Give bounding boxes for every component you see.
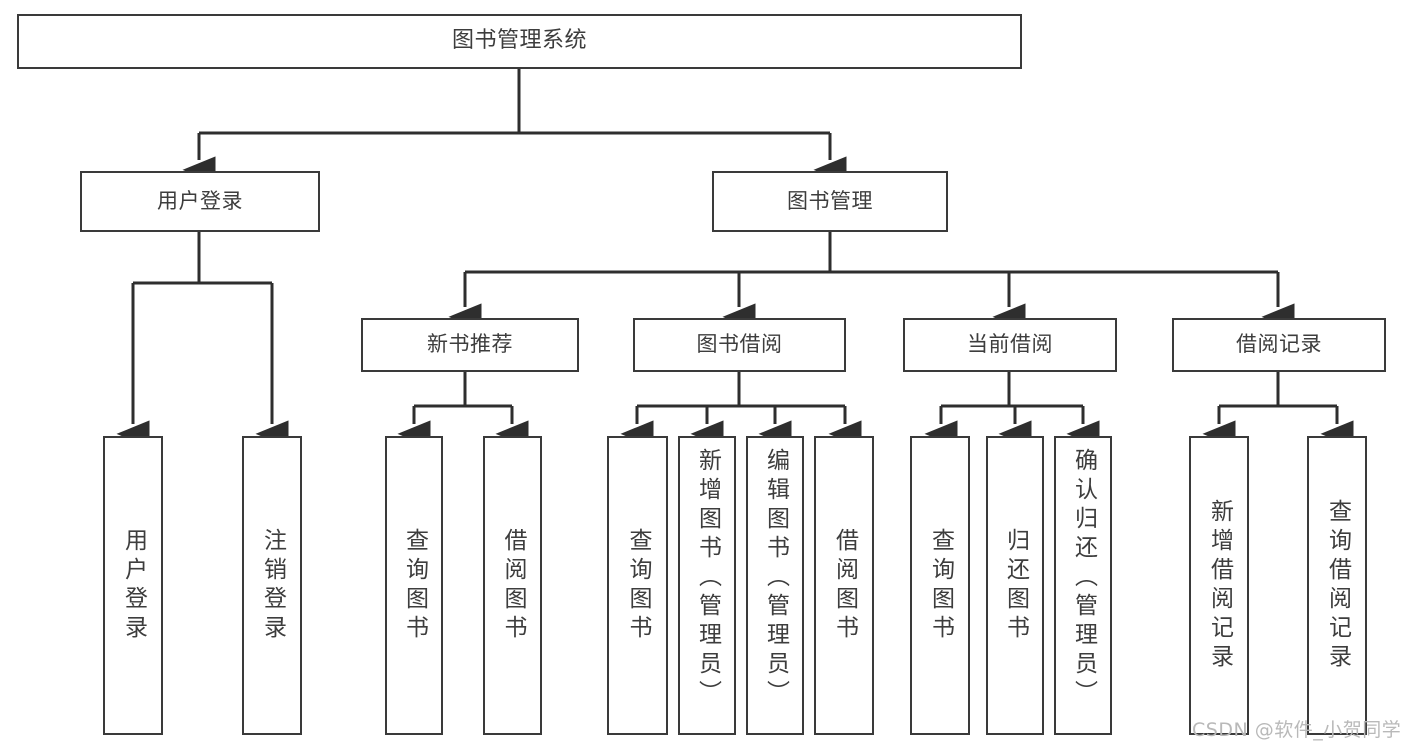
node-label: 编辑图书（管理员） bbox=[762, 448, 789, 709]
node-root-system[interactable]: 图书管理系统 bbox=[17, 14, 1022, 69]
node-label: 借阅图书 bbox=[500, 527, 526, 644]
node-label: 借阅图书 bbox=[831, 527, 858, 644]
node-label: 查询借阅记录 bbox=[1324, 498, 1351, 673]
node-label: 注销登录 bbox=[259, 527, 286, 644]
node-label: 图书管理系统 bbox=[451, 28, 587, 54]
node-leaf-edit-book-admin[interactable]: 编辑图书（管理员） bbox=[746, 436, 804, 735]
node-label: 确认归还（管理员） bbox=[1070, 448, 1097, 709]
node-label: 图书管理 bbox=[787, 188, 873, 213]
node-label: 用户登录 bbox=[120, 527, 147, 644]
node-current-borrow[interactable]: 当前借阅 bbox=[903, 318, 1117, 372]
node-new-book-recommend[interactable]: 新书推荐 bbox=[361, 318, 579, 372]
node-leaf-query-book-2[interactable]: 查询图书 bbox=[607, 436, 668, 735]
csdn-watermark: CSDN @软件_小贺同学 bbox=[1192, 719, 1402, 741]
node-label: 借阅记录 bbox=[1236, 332, 1322, 357]
node-leaf-add-borrow-record[interactable]: 新增借阅记录 bbox=[1189, 436, 1249, 735]
node-leaf-borrow-book-2[interactable]: 借阅图书 bbox=[814, 436, 874, 735]
node-label: 新增借阅记录 bbox=[1206, 498, 1233, 673]
node-label: 查询图书 bbox=[401, 527, 428, 644]
node-user-login[interactable]: 用户登录 bbox=[80, 171, 320, 232]
node-label: 新书推荐 bbox=[427, 332, 513, 357]
node-label: 查询图书 bbox=[927, 527, 954, 644]
node-label: 新增图书（管理员） bbox=[694, 448, 721, 709]
node-book-borrow[interactable]: 图书借阅 bbox=[633, 318, 846, 372]
node-leaf-logout-login[interactable]: 注销登录 bbox=[242, 436, 302, 735]
node-leaf-query-book-1[interactable]: 查询图书 bbox=[385, 436, 443, 735]
node-leaf-return-book[interactable]: 归还图书 bbox=[986, 436, 1044, 735]
node-borrow-record[interactable]: 借阅记录 bbox=[1172, 318, 1386, 372]
node-label: 归还图书 bbox=[1002, 527, 1029, 644]
node-leaf-query-book-3[interactable]: 查询图书 bbox=[910, 436, 970, 735]
node-book-manage[interactable]: 图书管理 bbox=[712, 171, 948, 232]
node-leaf-query-borrow-record[interactable]: 查询借阅记录 bbox=[1307, 436, 1367, 735]
node-label: 图书借阅 bbox=[696, 332, 783, 357]
node-label: 当前借阅 bbox=[967, 332, 1053, 357]
node-label: 查询图书 bbox=[625, 527, 651, 644]
node-leaf-user-login[interactable]: 用户登录 bbox=[103, 436, 163, 735]
node-leaf-add-book-admin[interactable]: 新增图书（管理员） bbox=[678, 436, 736, 735]
node-label: 用户登录 bbox=[157, 188, 243, 213]
node-leaf-borrow-book-1[interactable]: 借阅图书 bbox=[483, 436, 542, 735]
node-leaf-confirm-return[interactable]: 确认归还（管理员） bbox=[1054, 436, 1112, 735]
